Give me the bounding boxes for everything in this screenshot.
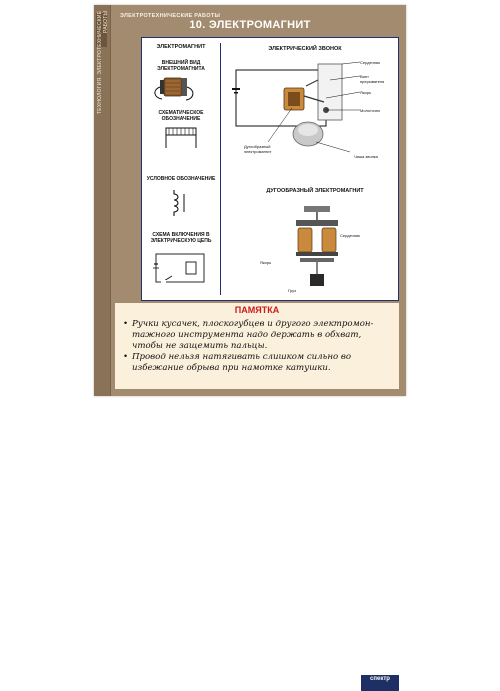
subject-heading: ЭЛЕКТРОТЕХНИЧЕСКИЕ РАБОТЫ — [120, 13, 221, 19]
memo-item: • Провод нельзя натягивать слишком сильн… — [123, 352, 393, 374]
diagram-panel: ЭЛЕКТРОМАГНИТ ВНЕШНИЙ ВИД ЭЛЕКТРОМАГНИТА… — [141, 37, 399, 301]
memo-item-text: Ручки кусачек, плоскогубцев и другого эл… — [132, 319, 374, 351]
publisher-logo: спектр — [361, 675, 399, 691]
bell-label-screw: Винт прерывателя — [360, 74, 385, 84]
memo-title: ПАМЯТКА — [234, 305, 280, 315]
bell-label-hammer: Молоточек — [360, 108, 381, 113]
conventional-label: УСЛОВНОЕ ОБОЗНАЧЕНИЕ — [146, 176, 216, 182]
side-strip: ТЕХНОЛОГИЯ. ЭЛЕКТРОТЕХНИЧЕСКИЕ РАБОТЫ — [94, 5, 111, 396]
page-title: 10. ЭЛЕКТРОМАГНИТ — [189, 19, 311, 31]
memo-item: • Ручки кусачек, плоскогубцев и другого … — [123, 319, 393, 352]
arc-magnet-heading: ДУГООБРАЗНЫЙ ЭЛЕКТРОМАГНИТ — [266, 188, 364, 194]
bell-label-anchor: Якорь — [360, 90, 372, 95]
memo-box: ПАМЯТКА • Ручки кусачек, плоскогубцев и … — [115, 303, 399, 691]
bell-diagram — [232, 61, 361, 153]
electromagnet-heading: ЭЛЕКТРОМАГНИТ — [156, 44, 206, 50]
arc-label-core: Сердечник — [340, 233, 360, 238]
bell-label-cup: Чаша звонка — [354, 154, 378, 159]
bell-label-core: Сердечник — [360, 60, 380, 65]
memo-item-text: Провод нельзя натягивать слишком сильно … — [132, 352, 352, 373]
poster: ТЕХНОЛОГИЯ. ЭЛЕКТРОТЕХНИЧЕСКИЕ РАБОТЫ ЭЛ… — [94, 5, 406, 691]
bell-heading: ЭЛЕКТРИЧЕСКИЙ ЗВОНОК — [268, 46, 342, 52]
schematic-label: СХЕМАТИЧЕСКОЕ ОБОЗНАЧЕНИЕ — [158, 110, 204, 122]
memo-bullet: • — [123, 319, 129, 329]
arc-magnet-diagram — [296, 206, 338, 286]
appearance-label: ВНЕШНИЙ ВИД ЭЛЕКТРОМАГНИТА — [157, 60, 205, 72]
circuit-diagram — [153, 253, 205, 284]
bell-label-magnet: Дугообразный электромагнит — [244, 144, 272, 154]
arc-label-anchor: Якорь — [260, 260, 272, 265]
electromagnet-photo — [154, 77, 194, 101]
side-badge — [96, 13, 107, 47]
conventional-symbol — [173, 190, 185, 216]
circuit-label: СХЕМА ВКЛЮЧЕНИЯ В ЭЛЕКТРИЧЕСКУЮ ЦЕПЬ — [150, 232, 212, 244]
arc-label-load: Груз — [288, 288, 296, 293]
memo-bullet: • — [123, 352, 129, 362]
schematic-symbol — [165, 127, 197, 148]
panel-divider — [220, 43, 221, 295]
memo-body: • Ручки кусачек, плоскогубцев и другого … — [123, 319, 393, 374]
